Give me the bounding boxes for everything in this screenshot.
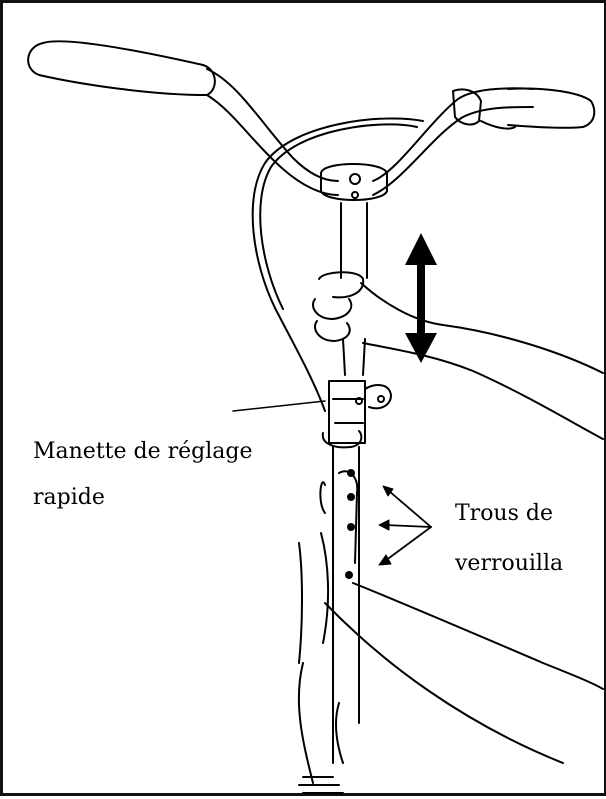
- adjust-lever-label-line2: rapide: [33, 482, 105, 514]
- handlebar: [28, 41, 594, 411]
- stem-upper: [341, 203, 367, 375]
- scooter-handlebar-illustration: [3, 3, 606, 799]
- lock-holes-label-line1: Trous de: [455, 498, 553, 530]
- lower-hand: [299, 471, 603, 783]
- adjust-lever-pointer-line: [233, 401, 325, 411]
- height-adjust-arrow: [405, 233, 437, 363]
- quick-adjust-clamp: [323, 381, 391, 447]
- lock-holes-label-line2: verrouilla: [455, 548, 563, 580]
- lock-holes-arrows: [379, 486, 431, 565]
- adjust-lever-label-line1: Manette de réglage: [33, 436, 253, 468]
- upper-hand: [313, 272, 603, 439]
